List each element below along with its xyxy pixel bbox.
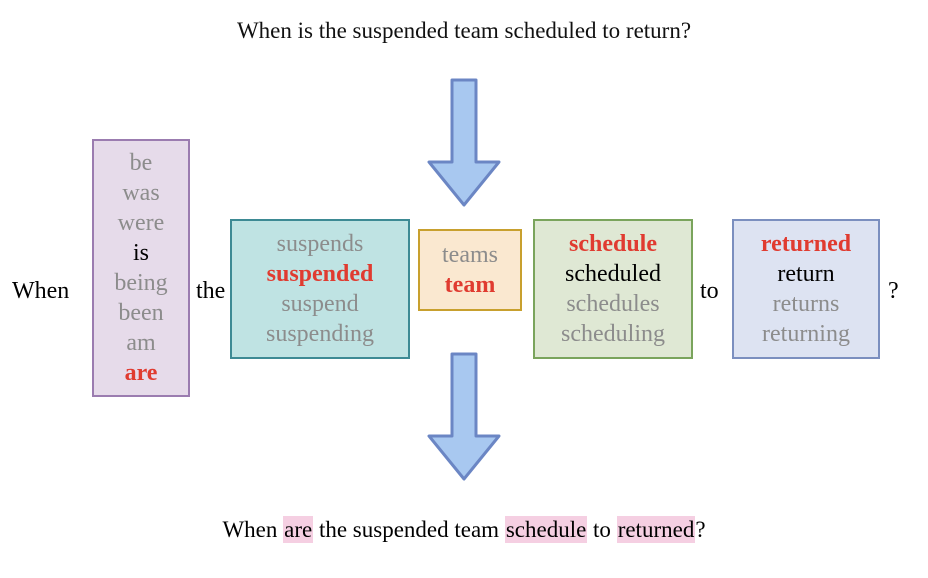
output-segment-highlight-returned: returned xyxy=(616,516,696,543)
output-segment-plain-1: When xyxy=(222,517,284,542)
slot-option-returns[interactable]: returns xyxy=(772,291,840,317)
slot-box-suspend[interactable]: suspends suspended suspend suspending xyxy=(230,219,410,359)
output-segment-plain-2: the suspended team xyxy=(313,517,505,542)
input-question-title: When is the suspended team scheduled to … xyxy=(236,18,692,43)
slot-option-were[interactable]: were xyxy=(117,210,165,236)
slot-option-am[interactable]: am xyxy=(126,330,156,356)
inline-word-to: to xyxy=(700,278,719,304)
slot-option-is[interactable]: is xyxy=(132,240,149,266)
slot-box-schedule[interactable]: schedule scheduled schedules scheduling xyxy=(533,219,693,359)
output-segment-plain-4: ? xyxy=(695,517,706,542)
slot-option-returning[interactable]: returning xyxy=(762,321,850,347)
slot-option-being[interactable]: being xyxy=(114,270,168,296)
slot-option-be[interactable]: be xyxy=(129,150,153,176)
slot-option-scheduling[interactable]: scheduling xyxy=(561,321,665,347)
output-sentence: When are the suspended team schedule to … xyxy=(0,514,928,546)
slot-box-return[interactable]: returned return returns returning xyxy=(732,219,880,359)
slot-option-return[interactable]: return xyxy=(777,261,835,287)
slot-option-suspends[interactable]: suspends xyxy=(276,231,364,257)
slot-option-was[interactable]: was xyxy=(122,180,160,206)
output-segment-highlight-schedule: schedule xyxy=(504,516,588,543)
slot-option-been[interactable]: been xyxy=(118,300,164,326)
slot-option-suspended[interactable]: suspended xyxy=(266,261,374,287)
arrow-down-bottom xyxy=(427,352,501,481)
slot-option-scheduled[interactable]: scheduled xyxy=(565,261,661,287)
arrow-down-top xyxy=(427,78,501,207)
inline-word-when: When xyxy=(12,278,70,304)
slot-option-schedules[interactable]: schedules xyxy=(566,291,660,317)
slot-option-suspend[interactable]: suspend xyxy=(281,291,359,317)
slot-option-team[interactable]: team xyxy=(444,272,496,298)
slot-option-schedule[interactable]: schedule xyxy=(568,231,657,257)
slot-option-are[interactable]: are xyxy=(124,360,158,386)
inline-word-the: the xyxy=(196,278,226,304)
slot-box-be[interactable]: be was were is being been am are xyxy=(92,139,190,397)
slot-option-teams[interactable]: teams xyxy=(442,242,498,268)
slot-option-suspending[interactable]: suspending xyxy=(266,321,374,347)
slot-box-team[interactable]: teams team xyxy=(418,229,522,311)
slot-option-returned[interactable]: returned xyxy=(760,231,852,257)
word-lattice: When be was were is being been am are th… xyxy=(0,130,928,480)
inline-word-question-mark: ? xyxy=(888,278,899,304)
output-segment-plain-3: to xyxy=(587,517,617,542)
output-segment-highlight-are: are xyxy=(283,516,314,543)
